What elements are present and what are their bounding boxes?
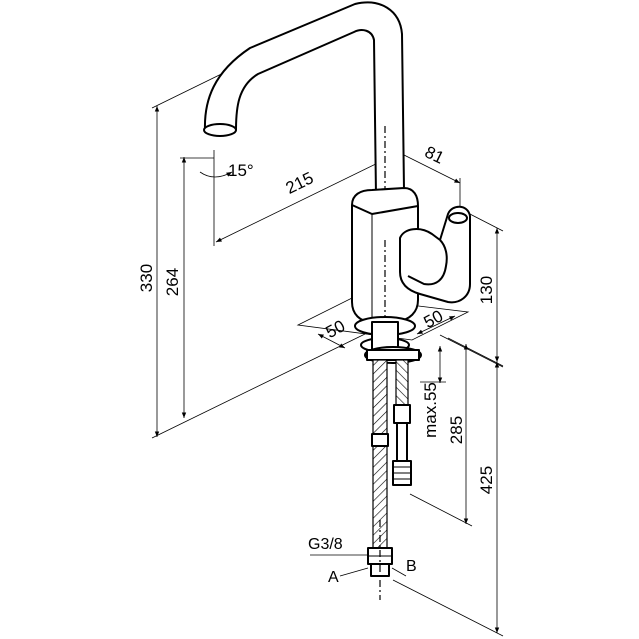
supply-hoses xyxy=(367,359,412,600)
dim-285: 285 xyxy=(447,416,466,444)
port-leaders xyxy=(310,554,407,577)
mounting-base xyxy=(354,316,422,364)
lever-handle xyxy=(399,205,471,304)
thread-label: G3/8 xyxy=(308,536,343,553)
faucet-body xyxy=(351,187,419,330)
dim-130: 130 xyxy=(477,276,496,304)
connection-labels: G3/8 A B xyxy=(308,536,417,586)
dim-15-degree: 15° xyxy=(228,161,254,180)
dim-81: 81 xyxy=(422,142,447,167)
dim-264: 264 xyxy=(163,268,182,296)
dim-425: 425 xyxy=(477,466,496,494)
dim-50-right: 50 xyxy=(421,306,447,332)
port-a-label: A xyxy=(328,569,339,586)
dimension-labels: 330 264 215 15° 81 130 50 50 max.55 285 … xyxy=(137,142,496,494)
port-b-label: B xyxy=(406,558,417,575)
dimension-lines xyxy=(151,59,504,637)
dim-330: 330 xyxy=(137,264,156,292)
dim-215: 215 xyxy=(283,168,317,198)
dim-max-55: max.55 xyxy=(421,382,440,438)
